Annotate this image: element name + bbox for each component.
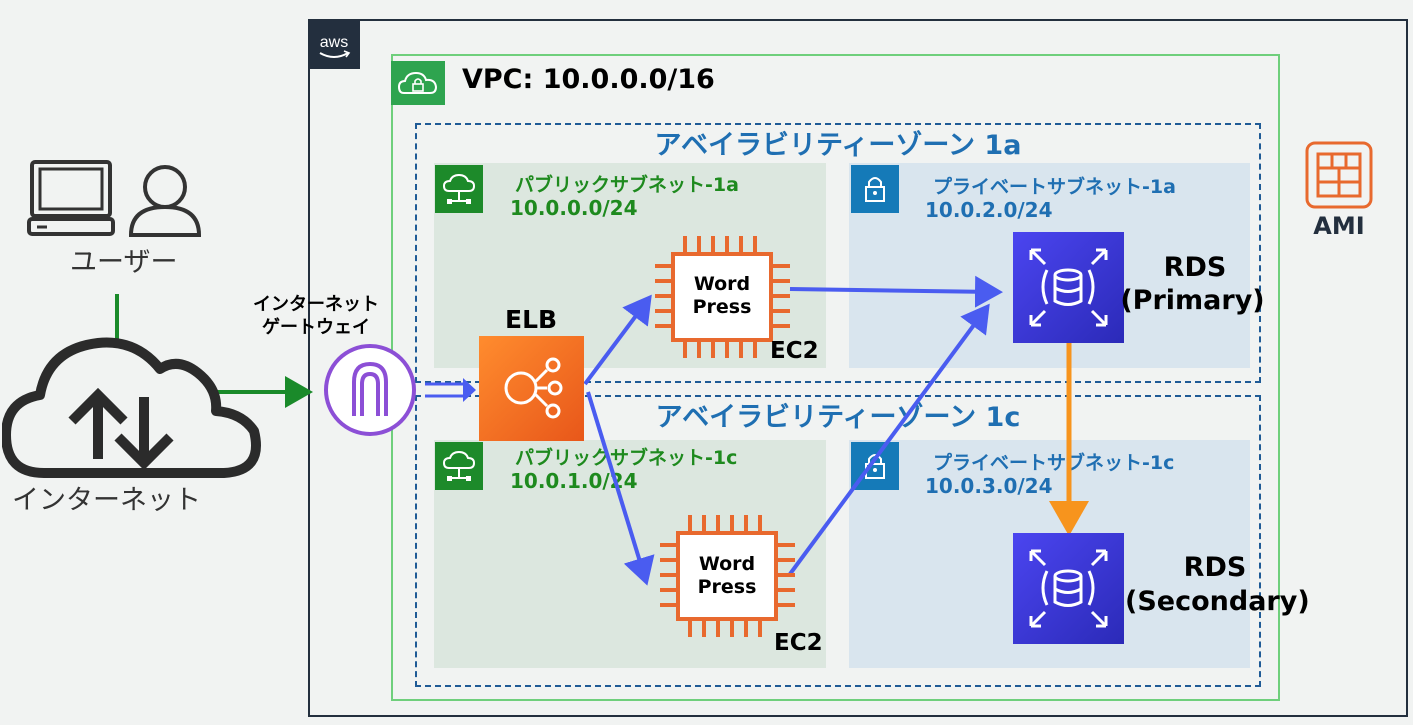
- ec2-top-text-line2: Press: [692, 296, 752, 318]
- rds-secondary-line2: (Secondary): [1125, 586, 1310, 617]
- ami-icon: [1305, 141, 1373, 209]
- private-subnet-1c-name: プライベートサブネット-1c: [933, 452, 1175, 474]
- user-with-computer: [27, 160, 202, 237]
- elb-to-ec2-bottom-arrow: [586, 391, 655, 586]
- ec2-bottom-to-rds-primary-arrow: [788, 303, 990, 576]
- ami-label: AMI: [1313, 212, 1365, 240]
- vpc-label: VPC: 10.0.0.0/16: [462, 64, 715, 95]
- ec2-chip-icon: [655, 236, 790, 358]
- igw-to-elb-arrow: [425, 382, 466, 398]
- private-subnet-1c-cidr: 10.0.3.0/24: [925, 474, 1053, 498]
- internet-gateway-icon: [324, 344, 416, 436]
- public-subnet-1a-name: パブリックサブネット-1a: [515, 174, 739, 196]
- aws-logo-icon: aws: [319, 34, 351, 58]
- elb-to-ec2-top-arrow: [583, 294, 652, 386]
- aws-cloud-frame: [308, 19, 1408, 717]
- rds-secondary-line1: RDS: [1183, 552, 1247, 583]
- public-subnet-icon: [435, 165, 483, 213]
- ec2-top-to-rds-primary-arrow: [789, 275, 1003, 308]
- internet-label: インターネット: [12, 485, 201, 516]
- ec2-bottom-label: EC2: [774, 630, 823, 656]
- ec2-top-text-line1: Word: [693, 273, 751, 295]
- rds-primary-icon: [1013, 232, 1124, 343]
- aws-logo: aws: [308, 19, 360, 69]
- private-subnet-1a-name: プライベートサブネット-1a: [933, 176, 1176, 198]
- availability-zone-1a: [415, 123, 1261, 383]
- az-1a-label: アベイラビリティーゾーン 1a: [654, 130, 1022, 161]
- ec2-top-label: EC2: [770, 338, 819, 364]
- az-1c-label: アベイラビリティーゾーン 1c: [655, 402, 1021, 433]
- rds-primary-line1: RDS: [1163, 252, 1227, 283]
- svg-text:aws: aws: [320, 34, 348, 51]
- vpc-icon: [391, 61, 445, 105]
- public-subnet-1c-name: パブリックサブネット-1c: [515, 447, 738, 469]
- availability-zone-1c: [415, 395, 1261, 687]
- computer-icon: [27, 160, 115, 236]
- elb-icon: [479, 336, 584, 441]
- ec2-bottom-text-line2: Press: [697, 576, 757, 598]
- private-subnet-1a-cidr: 10.0.2.0/24: [925, 198, 1053, 222]
- user-label: ユーザー: [70, 247, 178, 278]
- internet-cloud-icon: [2, 337, 261, 478]
- igw-label-line2: ゲートウェイ: [262, 317, 370, 338]
- rds-secondary-icon: [1013, 533, 1124, 644]
- ec2-chip-icon: [660, 515, 795, 637]
- igw-label-line1: インターネット: [253, 294, 379, 315]
- public-subnet-icon: [435, 442, 483, 490]
- public-subnet-1a-cidr: 10.0.0.0/24: [510, 196, 638, 220]
- elb-label: ELB: [505, 305, 558, 334]
- user-icon: [128, 165, 202, 237]
- rds-primary-line2: (Primary): [1120, 285, 1265, 316]
- ec2-bottom-text-line1: Word: [698, 553, 756, 575]
- private-subnet-icon: [851, 165, 899, 213]
